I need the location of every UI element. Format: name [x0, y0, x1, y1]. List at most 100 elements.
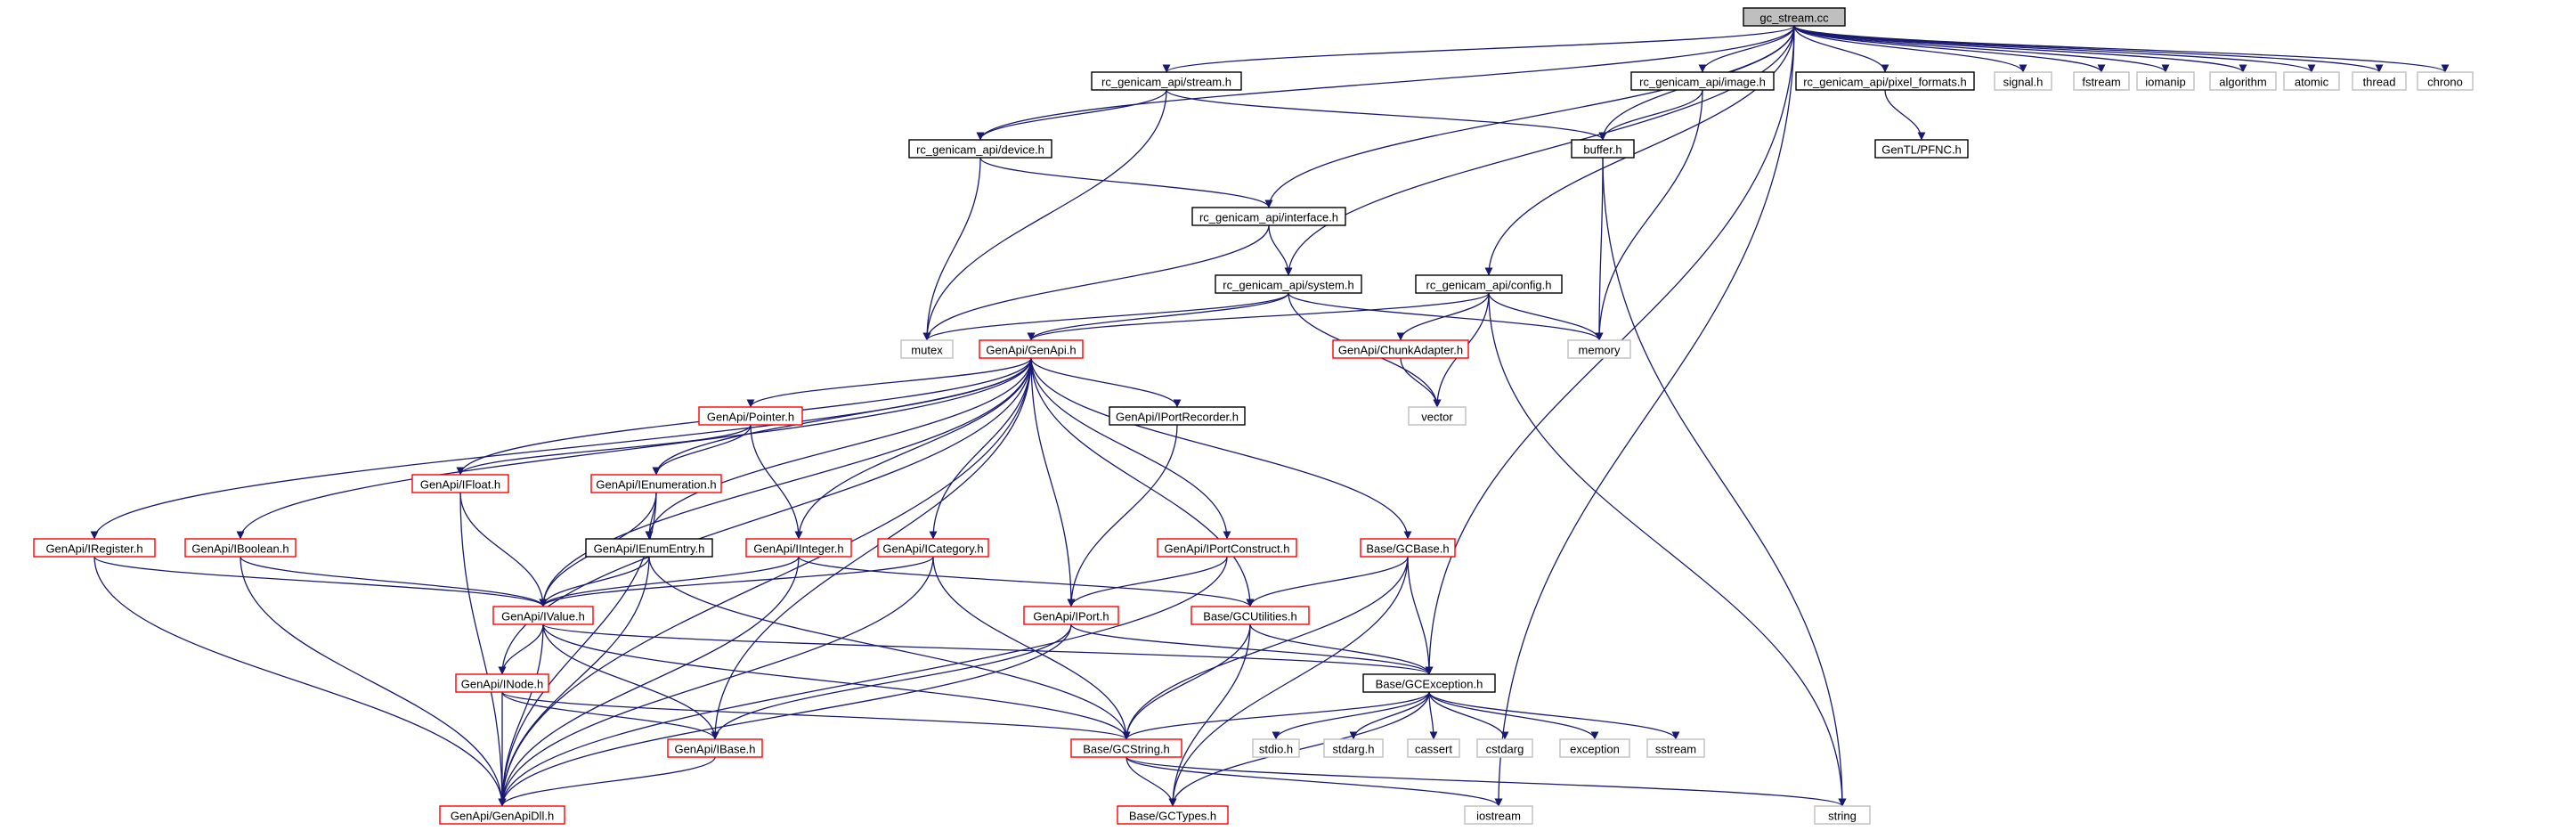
- node-pfnc[interactable]: GenTL/PFNC.h: [1874, 139, 1969, 159]
- graph-edge: [459, 492, 507, 807]
- node-label: GenApi/IPortConstruct.h: [1165, 542, 1290, 556]
- node-buffer[interactable]: buffer.h: [1571, 139, 1635, 159]
- edge-rc_stream-to-mutex: [922, 89, 1167, 341]
- node-label: GenApi/IEnumeration.h: [596, 478, 716, 492]
- graph-edge: [498, 623, 544, 807]
- edge-portrec-to-iport: [1067, 424, 1178, 607]
- node-ibase[interactable]: GenApi/IBase.h: [667, 738, 763, 758]
- graph-edge: [922, 89, 1167, 341]
- node-label: stdio.h: [1259, 743, 1293, 756]
- node-label: GenApi/INode.h: [461, 678, 544, 691]
- graph-edge: [1428, 691, 1680, 740]
- node-label: algorithm: [2219, 76, 2266, 89]
- node-iregister[interactable]: GenApi/IRegister.h: [33, 538, 156, 558]
- node-box: [1091, 71, 1242, 91]
- edge-gcexc-to-gcstring: [1122, 691, 1430, 740]
- node-rc_stream[interactable]: rc_genicam_api/stream.h: [1091, 71, 1242, 91]
- node-box: [900, 339, 954, 359]
- edge-pointer-to-ienum: [652, 424, 752, 476]
- node-rc_interface[interactable]: rc_genicam_api/interface.h: [1191, 207, 1346, 226]
- edge-gcbase-to-gctypes: [1168, 556, 1409, 807]
- node-iportconstruct[interactable]: GenApi/IPortConstruct.h: [1157, 538, 1297, 558]
- graph-edge: [539, 556, 800, 607]
- node-label: GenApi/ChunkAdapter.h: [1338, 344, 1463, 357]
- graph-edge: [498, 556, 934, 807]
- node-box: [1360, 538, 1456, 558]
- node-box: [1476, 738, 1533, 758]
- edge-icategory-to-ivalue: [539, 556, 934, 607]
- node-gcstring[interactable]: Base/GCString.h: [1070, 738, 1182, 758]
- node-box: [1415, 274, 1563, 294]
- graph-edge: [539, 357, 1032, 607]
- graph-edge: [1030, 357, 1076, 607]
- node-pointer[interactable]: GenApi/Pointer.h: [698, 406, 803, 426]
- node-ivalue[interactable]: GenApi/IValue.h: [492, 606, 594, 625]
- node-genapidll[interactable]: GenApi/GenApiDll.h: [439, 805, 565, 825]
- node-gcutil[interactable]: Base/GCUtilities.h: [1190, 606, 1310, 625]
- graph-edge: [1349, 691, 1430, 740]
- node-box: [1323, 738, 1384, 758]
- edge-rc_stream-to-buffer: [1166, 89, 1607, 141]
- node-label: Base/GCBase.h: [1366, 542, 1449, 556]
- node-box: [2073, 71, 2130, 91]
- graph-edge: [539, 556, 934, 607]
- node-label: memory: [1579, 344, 1621, 357]
- graph-edge: [498, 556, 800, 807]
- node-rc_pixel[interactable]: rc_genicam_api/pixel_formats.h: [1795, 71, 1975, 91]
- node-iinteger[interactable]: GenApi/IInteger.h: [745, 538, 852, 558]
- edge-gcbase-to-gcexc: [1407, 556, 1434, 675]
- node-genapi[interactable]: GenApi/GenApi.h: [979, 339, 1084, 359]
- graph-edge: [976, 89, 1167, 141]
- node-iboolean[interactable]: GenApi/IBoolean.h: [184, 538, 297, 558]
- edge-iport-to-ibase: [711, 623, 1072, 740]
- edge-rc_system-to-mutex: [922, 292, 1289, 341]
- edge-iregister-to-genapidll: [93, 556, 507, 807]
- node-label: exception: [1570, 743, 1620, 756]
- node-ifloat[interactable]: GenApi/IFloat.h: [411, 474, 509, 493]
- node-ienumentry[interactable]: GenApi/IEnumEntry.h: [585, 538, 713, 558]
- graph-nodes: gc_stream.cc rc_genicam_api/stream.h rc_ge…: [33, 7, 2474, 825]
- graph-edge: [648, 556, 1131, 740]
- graph-edge: [1246, 556, 1409, 607]
- node-ienum[interactable]: GenApi/IEnumeration.h: [590, 474, 722, 493]
- node-label: Base/GCUtilities.h: [1203, 610, 1296, 623]
- graph-edge: [1884, 89, 1926, 141]
- graph-edge: [979, 157, 1273, 208]
- node-label: atomic: [2295, 76, 2329, 89]
- node-rc_config[interactable]: rc_genicam_api/config.h: [1415, 274, 1563, 294]
- edge-genapi-to-ibase: [711, 357, 1032, 740]
- edge-genapi-to-genapidll: [498, 357, 1032, 807]
- graph-edge: [498, 623, 1072, 807]
- node-memory: memory: [1567, 339, 1631, 359]
- node-iport[interactable]: GenApi/IPort.h: [1023, 606, 1119, 625]
- node-rc_device[interactable]: rc_genicam_api/device.h: [908, 139, 1052, 159]
- graph-edge: [1400, 357, 1442, 408]
- node-rc_image[interactable]: rc_genicam_api/image.h: [1630, 71, 1775, 91]
- node-gctypes[interactable]: Base/GCTypes.h: [1117, 805, 1229, 825]
- node-portrec[interactable]: GenApi/IPortRecorder.h: [1109, 406, 1246, 426]
- node-gc_stream[interactable]: gc_stream.cc: [1743, 7, 1846, 27]
- node-label: rc_genicam_api/interface.h: [1199, 211, 1338, 224]
- node-icategory[interactable]: GenApi/ICategory.h: [877, 538, 989, 558]
- node-inode[interactable]: GenApi/INode.h: [455, 673, 549, 693]
- node-mutex: mutex: [900, 339, 954, 359]
- node-label: thread: [2363, 76, 2396, 89]
- graph-edge: [1793, 25, 2247, 73]
- node-gcbase[interactable]: Base/GCBase.h: [1360, 538, 1456, 558]
- edge-genapi-to-icategory: [929, 357, 1032, 540]
- graph-edge: [1428, 691, 1599, 740]
- edge-genapi-to-ienumentry: [645, 357, 1032, 540]
- graph-edge: [711, 357, 1032, 740]
- node-rc_system[interactable]: rc_genicam_api/system.h: [1215, 274, 1362, 294]
- node-label: signal.h: [2003, 76, 2044, 89]
- node-label: iostream: [1476, 810, 1521, 823]
- graph-edge: [746, 357, 1032, 408]
- node-gcexc[interactable]: Base/GCException.h: [1362, 673, 1496, 693]
- node-label: buffer.h: [1583, 143, 1621, 157]
- node-chunk[interactable]: GenApi/ChunkAdapter.h: [1332, 339, 1469, 359]
- edge-genapi-to-iregister: [90, 357, 1032, 540]
- node-stdio: stdio.h: [1252, 738, 1300, 758]
- graph-edge: [1793, 25, 2170, 73]
- node-string: string: [1814, 805, 1871, 825]
